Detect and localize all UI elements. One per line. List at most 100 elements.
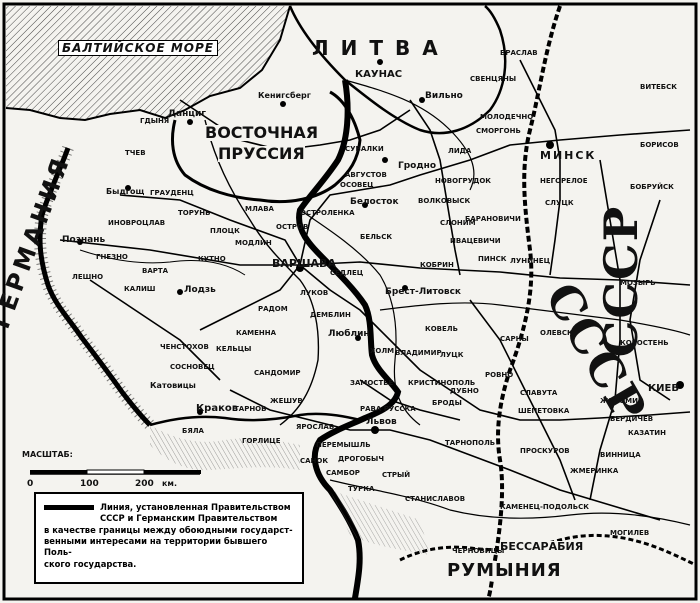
city-chenstokhov: ЧЕНСТОХОВ (160, 343, 209, 351)
city-olevsk: ОЛЕВСК (540, 329, 573, 337)
city-kamenets: КАМЕНЕЦ-ПОДОЛЬСК (500, 503, 589, 511)
marker-danzig (187, 119, 193, 125)
city-lodz: Лодзь (184, 285, 216, 295)
city-danzig: Данциг (168, 109, 206, 119)
city-krakow: Краков (196, 403, 239, 414)
city-smorgon: СМОРГОНЬ (476, 127, 521, 135)
city-modlin: МОДЛИН (235, 239, 272, 247)
city-kholm: ХОЛМ (370, 347, 395, 355)
city-katowice: Катовицы (150, 381, 196, 390)
city-gdynia: ГДЫНЯ (140, 117, 170, 125)
city-volkovysk: ВОЛКОВЫСК (418, 197, 471, 205)
city-lida: ЛИДА (448, 147, 472, 155)
city-poznan: Познань (62, 235, 106, 245)
city-negoreloe: НЕГОРЕЛОЕ (540, 177, 588, 185)
legend-line-4: венными интересами на территории бывшего… (44, 536, 268, 558)
city-sambor: САМБОР (326, 469, 360, 477)
river-warta (79, 249, 246, 276)
city-slonim: СЛОНИМ (440, 219, 476, 227)
city-torun: ТОРУНЬ (178, 209, 211, 217)
city-gnezno: ГНЕЗНО (96, 253, 128, 261)
scale-tick-0: 0 (27, 479, 34, 489)
marker-brest (402, 285, 408, 291)
city-sarny: САРНЫ (500, 335, 529, 343)
city-tarnov: ТАРНОВ (234, 405, 267, 413)
city-pinsk: ПИНСК (478, 255, 507, 263)
city-bialystok: Белосток (350, 197, 399, 207)
marker-lvov (371, 426, 379, 434)
city-zamostye: ЗАМОСТЬЕ (350, 379, 394, 387)
city-vinnitsa: ВИННИЦА (600, 451, 641, 459)
city-minsk: МИНСК (540, 149, 597, 162)
city-krystynopol: КРИСТИНОПОЛЬ (408, 379, 476, 387)
city-vladimir: ВЛАДИМИР (395, 349, 442, 357)
city-brody: БРОДЫ (432, 399, 462, 407)
lithuania-border (288, 5, 507, 135)
sea-label: БАЛТИЙСКОЕ МОРЕ (58, 40, 218, 56)
legend-line-5: ского государства. (44, 558, 137, 569)
east-prussia-border (171, 90, 362, 204)
city-lutsk: ЛУЦК (440, 351, 464, 359)
city-leshno: ЛЕШНО (72, 273, 104, 281)
city-novogrudok: НОВОГРУДОК (435, 177, 491, 185)
scale-tick-unit: км. (162, 479, 178, 488)
legend-box: Линия, установленная Правительством СССР… (34, 492, 304, 584)
city-plotsk: ПЛОЦК (210, 227, 240, 235)
river-bug (299, 209, 421, 426)
city-stryi: СТРЫЙ (382, 471, 411, 479)
city-bielsk: БЕЛЬСК (360, 233, 393, 241)
marker-grodno (382, 157, 388, 163)
city-graudenz: ГРАУДЕНЦ (150, 189, 194, 197)
city-luninets: ЛУНИНЕЦ (510, 257, 551, 265)
marker-lublin (355, 335, 361, 341)
city-warsaw: ВАРШАВА (272, 257, 336, 270)
railways (59, 59, 691, 521)
legend-line-2: СССР и Германским Правительством (100, 513, 278, 524)
city-baranovichi: БАРАНОВИЧИ (465, 215, 521, 223)
city-ostrov: ОСТРОВ (276, 223, 309, 231)
city-kobrin: КОБРИН (420, 261, 454, 269)
romania-border (399, 533, 697, 567)
city-dubno: ДУБНО (450, 387, 479, 395)
scale-tick-100: 100 (80, 479, 99, 489)
city-tarnopol: ТАРНОПОЛЬ (445, 439, 496, 447)
city-kiev: КИЕВ (648, 383, 679, 394)
city-zhitomir: ЖИТОМИР (600, 397, 644, 405)
city-sosnovets: СОСНОВЕЦ (170, 363, 215, 371)
region-romania: РУМЫНИЯ (445, 560, 564, 581)
city-berdichev: БЕРДИЧЕВ (610, 415, 654, 423)
city-demblin: ДЕМБЛИН (310, 311, 351, 319)
city-siedlce: СЕДЛЕЦ (330, 269, 364, 277)
city-lvov: Львов (366, 417, 397, 427)
city-slutsk: СЛУЦК (545, 199, 574, 207)
marker-warsaw (296, 264, 304, 272)
city-bydgoszcz: Быдгощ (106, 187, 145, 196)
river-dniester (329, 479, 691, 526)
mountain-hatch (150, 425, 300, 471)
city-tchew: ТЧЕВ (125, 149, 146, 157)
city-mozyr: МОЗЫРЬ (620, 279, 656, 287)
city-ivatsevichi: ИВАЦЕВИЧИ (450, 237, 501, 245)
ussr-old-border (486, 5, 562, 600)
germany-border-hatch (34, 145, 155, 430)
city-slavuta: СЛАВУТА (520, 389, 558, 397)
river-neman (344, 79, 475, 191)
city-kaunas: КАУНАС (355, 69, 403, 80)
city-inovrotslav: ИНОВРОЦЛАВ (108, 219, 166, 227)
city-kalish: КАЛИШ (124, 285, 156, 293)
city-proskurov: ПРОСКУРОВ (520, 447, 570, 455)
city-vitebsk: ВИТЕБСК (640, 83, 677, 91)
city-konigsberg: Кенигсберг (258, 91, 311, 100)
marker-kaunas (377, 59, 383, 65)
city-kutno: КУТНО (198, 255, 226, 263)
marker-minsk (546, 141, 554, 149)
scale-title: МАСШТАБ: (22, 450, 73, 459)
city-rava-russka: РАВА РУССКА (360, 405, 416, 413)
city-kamenna: КАМЕННА (236, 329, 277, 337)
marker-krakow (197, 409, 203, 415)
city-zhmerinka: ЖМЕРИНКА (570, 467, 619, 475)
city-lublin: Люблин (328, 329, 370, 339)
city-bobruysk: БОБРУЙСК (630, 183, 674, 191)
